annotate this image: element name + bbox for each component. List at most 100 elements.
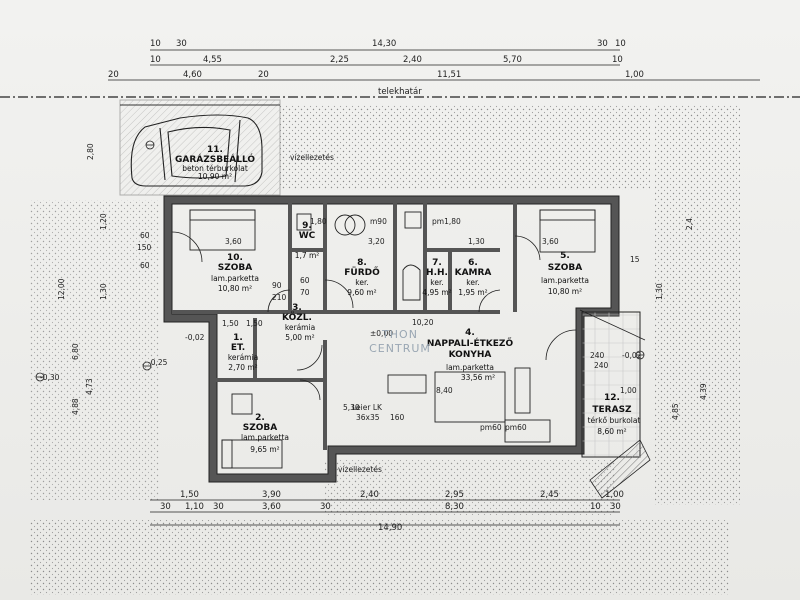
- svg-text:14,90: 14,90: [378, 523, 402, 533]
- svg-text:10: 10: [615, 39, 626, 49]
- svg-text:6.: 6.: [468, 258, 478, 268]
- svg-text:1,50: 1,50: [222, 319, 239, 328]
- svg-text:Leier LK: Leier LK: [352, 403, 383, 412]
- svg-text:4,85: 4,85: [671, 403, 680, 420]
- svg-text:7.: 7.: [432, 258, 442, 268]
- svg-text:SZOBA: SZOBA: [548, 263, 583, 273]
- svg-text:1.: 1.: [233, 333, 243, 343]
- svg-text:1,50: 1,50: [180, 490, 199, 500]
- svg-text:10,80 m²: 10,80 m²: [548, 287, 582, 296]
- svg-text:pm1,80: pm1,80: [432, 217, 461, 226]
- svg-text:4,73: 4,73: [85, 378, 94, 395]
- svg-text:WC: WC: [299, 231, 316, 241]
- svg-text:kerámia: kerámia: [228, 353, 258, 362]
- room-wc: 9. WC 1,7 m²: [295, 221, 320, 260]
- svg-text:ker.: ker.: [355, 278, 368, 287]
- svg-text:12,00: 12,00: [57, 278, 66, 300]
- svg-text:10,20: 10,20: [412, 318, 434, 327]
- water-note-2: vízellezetés: [338, 465, 382, 474]
- svg-text:3,90: 3,90: [262, 490, 281, 500]
- garden-bottom: [30, 520, 730, 595]
- svg-text:9,60 m²: 9,60 m²: [347, 288, 376, 297]
- svg-text:pm60: pm60: [505, 423, 527, 432]
- room-utility: 7. H.H. ker. 4,95 m²: [422, 258, 451, 297]
- svg-text:2,95: 2,95: [445, 490, 464, 500]
- watermark-line1: THON: [381, 328, 418, 341]
- svg-text:30: 30: [597, 39, 608, 49]
- svg-text:1,30: 1,30: [468, 237, 485, 246]
- svg-text:10,90 m²: 10,90 m²: [198, 172, 232, 181]
- svg-text:ker.: ker.: [466, 278, 479, 287]
- svg-text:SZOBA: SZOBA: [243, 423, 278, 433]
- svg-text:240: 240: [590, 351, 605, 360]
- svg-text:beton térburkolat: beton térburkolat: [182, 164, 248, 173]
- svg-text:-0,02: -0,02: [185, 333, 205, 342]
- svg-text:1,50: 1,50: [246, 319, 263, 328]
- svg-text:10: 10: [150, 55, 161, 65]
- svg-text:-0,25: -0,25: [148, 358, 168, 367]
- svg-text:12.: 12.: [604, 393, 620, 403]
- svg-text:4,95 m²: 4,95 m²: [422, 288, 451, 297]
- room-garage: 11. GARÁZSBEÁLLÓ beton térburkolat 10,90…: [175, 145, 255, 181]
- svg-text:10.: 10.: [227, 253, 243, 263]
- svg-text:10: 10: [150, 39, 161, 49]
- svg-text:240: 240: [594, 361, 609, 370]
- svg-text:5,30: 5,30: [343, 403, 360, 412]
- svg-text:1,30: 1,30: [99, 283, 108, 300]
- svg-text:H.H.: H.H.: [426, 268, 448, 278]
- room-bedroom-2: 2. SZOBA lam.parketta 9,65 m²: [241, 413, 289, 454]
- svg-text:10: 10: [612, 55, 623, 65]
- svg-text:10: 10: [590, 502, 601, 512]
- svg-text:30: 30: [160, 502, 171, 512]
- svg-text:-0,02: -0,02: [622, 351, 642, 360]
- boundary-label: telekhatár: [378, 87, 422, 97]
- svg-text:3,20: 3,20: [368, 237, 385, 246]
- svg-text:2.: 2.: [255, 413, 265, 423]
- svg-text:60: 60: [300, 276, 310, 285]
- svg-text:2,40: 2,40: [403, 55, 422, 65]
- svg-text:1,00: 1,00: [605, 490, 624, 500]
- svg-text:lam.parketta: lam.parketta: [541, 276, 589, 285]
- svg-text:9,65 m²: 9,65 m²: [250, 445, 279, 454]
- svg-text:4,55: 4,55: [203, 55, 222, 65]
- svg-text:KAMRA: KAMRA: [455, 268, 492, 278]
- svg-text:30: 30: [176, 39, 187, 49]
- svg-text:1,95 m²: 1,95 m²: [458, 288, 487, 297]
- svg-text:4,39: 4,39: [699, 383, 708, 400]
- svg-text:30: 30: [213, 502, 224, 512]
- svg-text:1,80: 1,80: [310, 217, 327, 226]
- svg-text:4,60: 4,60: [183, 70, 202, 80]
- svg-text:1,00: 1,00: [625, 70, 644, 80]
- svg-text:3,60: 3,60: [225, 237, 242, 246]
- room-bathroom: 8. FÜRDŐ ker. 9,60 m²: [344, 258, 380, 297]
- garden-top: [280, 105, 650, 190]
- svg-text:5,00 m²: 5,00 m²: [285, 333, 314, 342]
- svg-text:2,45: 2,45: [540, 490, 559, 500]
- svg-text:2,4: 2,4: [685, 218, 694, 230]
- svg-text:kerámia: kerámia: [285, 323, 315, 332]
- svg-text:lam.parketta: lam.parketta: [241, 433, 289, 442]
- svg-text:30: 30: [320, 502, 331, 512]
- car-icon: [130, 114, 263, 187]
- svg-text:8.: 8.: [357, 258, 367, 268]
- svg-text:60: 60: [140, 231, 150, 240]
- room-terrace: 12. TERASZ térkő burkolat 8,60 m²: [588, 393, 641, 436]
- svg-text:2,40: 2,40: [360, 490, 379, 500]
- svg-text:33,56 m²: 33,56 m²: [461, 373, 495, 382]
- svg-text:1,10: 1,10: [185, 502, 204, 512]
- svg-text:36x35: 36x35: [356, 413, 380, 422]
- svg-text:4,88: 4,88: [71, 398, 80, 415]
- svg-text:NAPPALI-ÉTKEZŐ: NAPPALI-ÉTKEZŐ: [427, 337, 514, 349]
- svg-text:5,70: 5,70: [503, 55, 522, 65]
- interior-walls: [172, 200, 517, 450]
- watermark-line2: CENTRUM: [369, 342, 431, 355]
- svg-text:GARÁZSBEÁLLÓ: GARÁZSBEÁLLÓ: [175, 153, 255, 165]
- room-pantry: 6. KAMRA ker. 1,95 m²: [455, 258, 492, 297]
- svg-text:8,60 m²: 8,60 m²: [597, 427, 626, 436]
- left-dimensions: 2,80 12,00 6,80 4,88 4,73 1,20 1,30 60 1…: [57, 143, 152, 415]
- svg-text:15: 15: [630, 255, 640, 264]
- level-markers: [35, 140, 645, 382]
- garden-front: [325, 460, 615, 515]
